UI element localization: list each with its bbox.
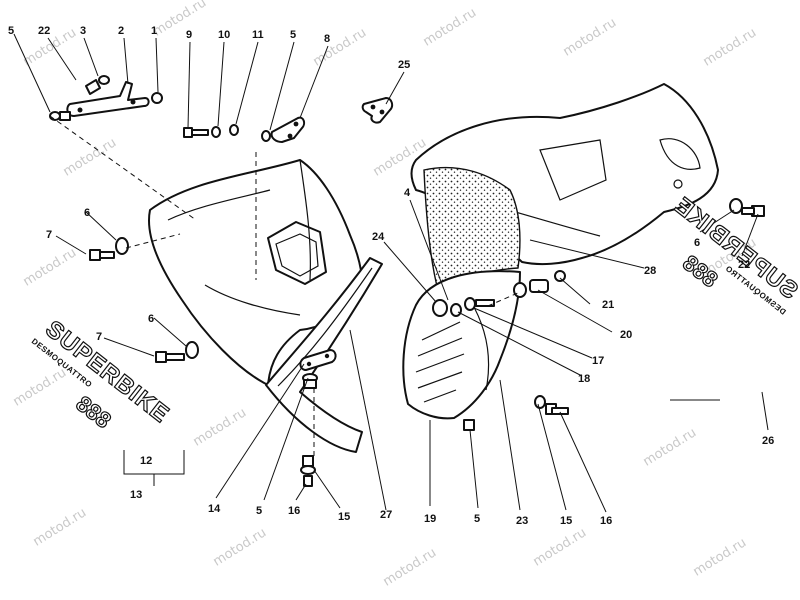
callout-1: 1 (151, 25, 157, 37)
callout-19: 19 (424, 513, 436, 525)
callout-16: 16 (288, 505, 300, 517)
decal-superbike-left: SUPERBIKE DESMOQUATTRO 888 (30, 315, 175, 434)
decal-model-text: 888 (71, 391, 115, 433)
callout-23: 23 (516, 515, 528, 527)
callout-24: 24 (372, 231, 385, 243)
callout-18: 18 (578, 373, 590, 385)
callout-7: 7 (46, 229, 52, 241)
decal-superbike-right: SUPERBIKE DESMOQUATTRO 888 (668, 191, 800, 317)
callout-22b: 22 (738, 259, 750, 271)
callout-5b: 5 (290, 29, 296, 41)
callout-11: 11 (252, 29, 264, 41)
fasteners-top-left (49, 75, 163, 121)
callout-15: 15 (338, 511, 350, 523)
callout-13: 13 (130, 489, 142, 501)
callout-7b: 7 (96, 331, 102, 343)
callout-21: 21 (602, 299, 614, 311)
leader-lines (13, 33, 769, 513)
nut-washer-stack (300, 373, 318, 487)
fasteners-right-lower (463, 198, 765, 431)
callout-6: 6 (84, 207, 90, 219)
callout-10: 10 (218, 29, 230, 41)
callout-2: 2 (118, 25, 124, 37)
callout-12: 12 (140, 455, 152, 467)
callout-6b: 6 (148, 313, 154, 325)
callout-labels: 5 22 3 2 1 9 10 11 5 8 25 4 24 6 7 6 7 1… (8, 25, 774, 527)
callout-3: 3 (80, 25, 86, 37)
fasteners-upper-middle (183, 124, 271, 142)
bracket-25 (361, 97, 394, 124)
callout-5c: 5 (256, 505, 262, 517)
callout-20: 20 (620, 329, 632, 341)
callout-17: 17 (592, 355, 604, 367)
callout-28: 28 (644, 265, 656, 277)
callout-26: 26 (762, 435, 774, 447)
fasteners-left-side (89, 237, 199, 363)
decal-model-text: 888 (678, 250, 722, 292)
callout-27: 27 (380, 509, 392, 521)
callout-8: 8 (324, 33, 330, 45)
callout-14: 14 (208, 503, 221, 515)
bracket-8 (270, 116, 306, 143)
callout-4: 4 (404, 187, 411, 199)
callout-5d: 5 (474, 513, 480, 525)
callout-15b: 15 (560, 515, 572, 527)
callout-9: 9 (186, 29, 192, 41)
fasteners-center (432, 270, 566, 317)
callout-5: 5 (8, 25, 14, 37)
callout-22: 22 (38, 25, 50, 37)
callout-6c: 6 (694, 237, 700, 249)
bracket-14 (299, 349, 337, 371)
callout-25: 25 (398, 59, 410, 71)
heat-shield-pad (423, 166, 521, 292)
callout-16b: 16 (600, 515, 612, 527)
bracket-2 (66, 81, 150, 117)
